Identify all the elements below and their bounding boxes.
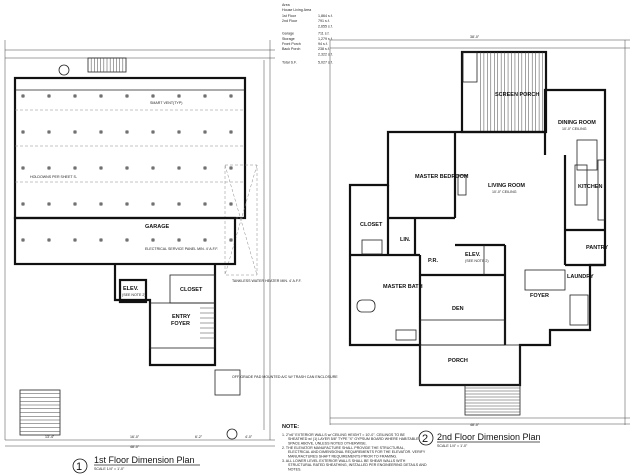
room-porch: PORCH	[448, 358, 468, 364]
plan2-number: 2	[422, 433, 428, 445]
dim-overall-2: 48'-0"	[470, 423, 480, 427]
room-entry: ENTRY	[172, 314, 191, 320]
area-row-value: 2,655 s.f.	[318, 24, 333, 28]
plan1-number: 1	[76, 461, 82, 473]
dim-2: 16'-0"	[130, 435, 140, 439]
note-item: 2. THE ELEVATOR MANUFACTURE SHALL PROVID…	[282, 446, 426, 458]
area-row-label: 1st Floor	[282, 14, 297, 18]
area-row-value: 1,864 s.f.	[318, 14, 333, 18]
room-screen-porch: SCREEN PORCH	[495, 92, 539, 98]
room-kitchen: KITCHEN	[578, 184, 602, 190]
plan2-scale: SCALE 1/4" = 1'-0"	[437, 444, 468, 448]
area-row-label: Total S.F.	[282, 61, 297, 65]
room-master-bath-a: MASTER BATH	[383, 284, 423, 290]
plan1-title: 1st Floor Dimension Plan	[94, 455, 195, 465]
area-row-label: Garage	[282, 32, 294, 36]
elev-note-2: (SEE NOTE 2)	[465, 259, 489, 263]
area-heading: Area	[282, 3, 290, 7]
area-row-label: 2nd Floor	[282, 19, 298, 23]
area-subheading: House Living Area	[282, 8, 311, 12]
note-electrical: ELECTRICAL SERVICE PANEL MIN. 4' A.F.F.	[145, 247, 218, 251]
room-dining: DINING ROOM	[558, 120, 596, 126]
room-lin: LIN.	[400, 237, 411, 243]
room-pantry: PANTRY	[586, 245, 608, 251]
room-living: LIVING ROOM	[488, 183, 525, 189]
area-table: Area House Living Area 1st Floor 1,864 s.…	[282, 3, 333, 65]
room-foyer-2: FOYER	[530, 293, 549, 299]
area-row-label: Front Porch	[282, 42, 301, 46]
room-garage: GARAGE	[145, 224, 169, 230]
room-closet-1: CLOSET	[180, 287, 203, 293]
general-notes: NOTE: 1. 2"x6" EXTERIOR WALLS w/ CEILING…	[282, 424, 427, 471]
plan2-title: 2nd Floor Dimension Plan	[437, 432, 541, 442]
area-row-value: 2,322 s.f.	[318, 52, 333, 56]
area-row-value: 791 s.f.	[318, 19, 330, 23]
dim-1: 13'-4"	[45, 435, 55, 439]
room-closet-2: CLOSET	[360, 222, 383, 228]
note-holdown: HOLDOWNS PER SHEET S-	[30, 175, 78, 179]
room-pr: P.R.	[428, 258, 438, 264]
elev-note-1: (SEE NOTE 2)	[122, 293, 146, 297]
dim-overall-1: 48'-0"	[130, 445, 140, 449]
note-tankless: TANKLESS WATER HEATER MIN. 4' A.F.F.	[232, 279, 302, 283]
area-row-value: 711 s.f.	[318, 32, 330, 36]
area-row-value: 5,027 s.f.	[318, 61, 333, 65]
dining-ceiling: 10'-0" CEILING	[562, 127, 587, 131]
notes-heading: NOTE:	[282, 424, 299, 430]
dim-4: 4'-0"	[245, 435, 253, 439]
note-item: 3. ALL LOWER LEVEL EXTERIOR WALLS SHALL …	[282, 459, 427, 471]
room-den: DEN	[452, 306, 464, 312]
note-item: 1. 2"x6" EXTERIOR WALLS w/ CEILING HEIGH…	[282, 433, 419, 445]
note-ac-pad: OFF-GRADE PAD MOUNTED A/C W/ TRASH CAN E…	[232, 375, 338, 379]
room-foyer-1: FOYER	[171, 321, 190, 327]
plan1-scale: SCALE 1/4" = 1'-0"	[94, 467, 125, 471]
living-ceiling: 10'-0" CEILING	[492, 190, 517, 194]
room-laundry: LAUNDRY	[567, 274, 594, 280]
dim-3: 6'-2"	[195, 435, 203, 439]
second-floor-plan: SCREEN PORCH DINING ROOM 10'-0" CEILING …	[329, 35, 630, 448]
first-floor-plan: GARAGE ELEV. (SEE NOTE 2) CLOSET ENTRY F…	[4, 40, 338, 474]
note-smart-vent: SMART VENT(TYP)	[150, 101, 182, 105]
area-row-value: 1,279 s.f.	[318, 37, 333, 41]
dim-top-2: 38'-0"	[470, 35, 480, 39]
area-row-value: 238 s.f.	[318, 47, 330, 51]
room-elev-2: ELEV.	[465, 252, 481, 258]
area-row-label: Storage	[282, 37, 295, 41]
room-master-bedroom: MASTER BEDROOM	[415, 174, 469, 180]
area-row-label: Back Porch	[282, 47, 300, 51]
room-elev-1: ELEV.	[123, 286, 139, 292]
area-row-value: 94 s.f.	[318, 42, 328, 46]
